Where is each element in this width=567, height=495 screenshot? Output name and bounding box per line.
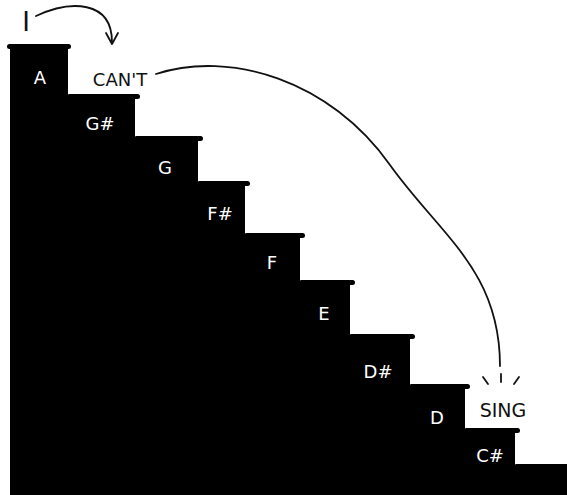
step-ledge xyxy=(7,44,71,49)
lyric-word: CAN'T xyxy=(93,71,147,89)
emphasis-mark xyxy=(500,374,502,382)
ledge-gap xyxy=(136,100,140,101)
lyric-word: I xyxy=(22,9,30,35)
step-ledge xyxy=(244,233,305,238)
arrow-head xyxy=(106,33,118,44)
step-ledge xyxy=(464,428,520,433)
step-ledge xyxy=(67,94,140,99)
step-ledge xyxy=(514,464,567,469)
ledge-gap xyxy=(199,142,203,143)
note-name: G# xyxy=(85,115,114,133)
ledge-gap xyxy=(301,239,305,240)
curved-arrow xyxy=(36,6,112,42)
note-name: G xyxy=(158,159,172,177)
emphasis-mark xyxy=(514,377,519,384)
step-ledge xyxy=(409,384,470,389)
step-ledge xyxy=(349,334,415,339)
note-name: F# xyxy=(207,205,232,223)
ledge-gap xyxy=(351,286,355,287)
ledge-gap xyxy=(516,434,520,435)
ledge-gap xyxy=(411,340,415,341)
step-ledge xyxy=(197,181,250,186)
step-ledge xyxy=(134,136,203,141)
note-name: F xyxy=(267,254,277,272)
note-name: C# xyxy=(476,447,504,465)
lyric-word: SING xyxy=(480,401,527,420)
note-name: E xyxy=(318,305,329,323)
note-name: D# xyxy=(364,363,393,381)
emphasis-mark xyxy=(483,377,488,384)
ledge-gap xyxy=(246,187,250,188)
ledge-gap xyxy=(466,390,470,391)
ledge-gap xyxy=(69,50,73,51)
stairs xyxy=(10,48,567,495)
note-name: D xyxy=(430,409,444,427)
step-ledge xyxy=(299,280,355,285)
note-name: A xyxy=(34,69,46,87)
